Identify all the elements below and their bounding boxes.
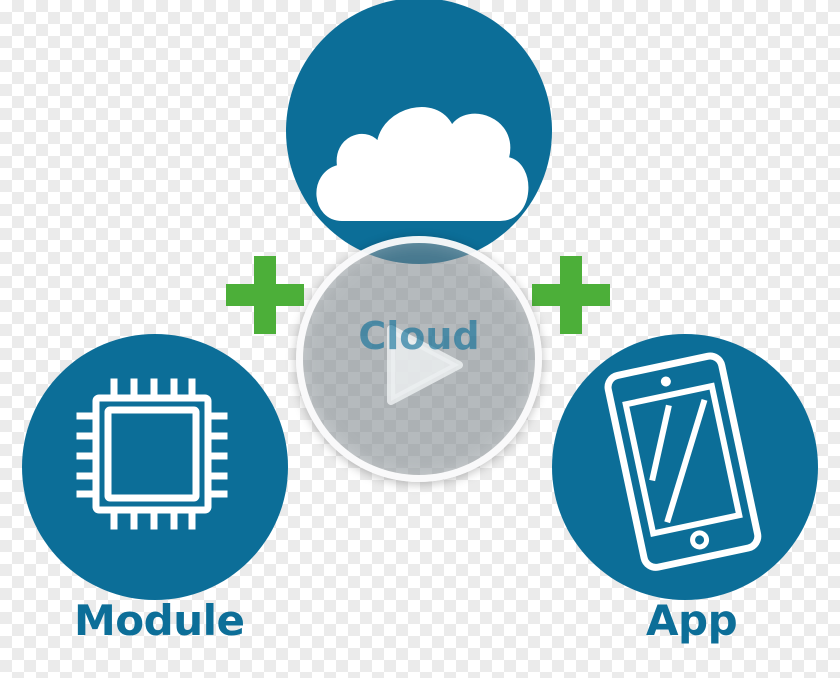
video-overlay-label: Cloud — [358, 314, 480, 358]
app-node — [552, 334, 818, 600]
phone-icon — [604, 352, 762, 571]
cloud-node — [286, 0, 552, 264]
cloud-icon — [316, 107, 529, 221]
play-icon — [387, 325, 463, 405]
plus-icon — [226, 256, 304, 334]
chip-icon — [76, 378, 228, 530]
plus-icon — [532, 256, 610, 334]
app-label: App — [646, 596, 738, 645]
video-play-button[interactable]: Cloud — [296, 236, 542, 482]
module-node — [22, 334, 288, 600]
module-label: Module — [74, 596, 245, 645]
